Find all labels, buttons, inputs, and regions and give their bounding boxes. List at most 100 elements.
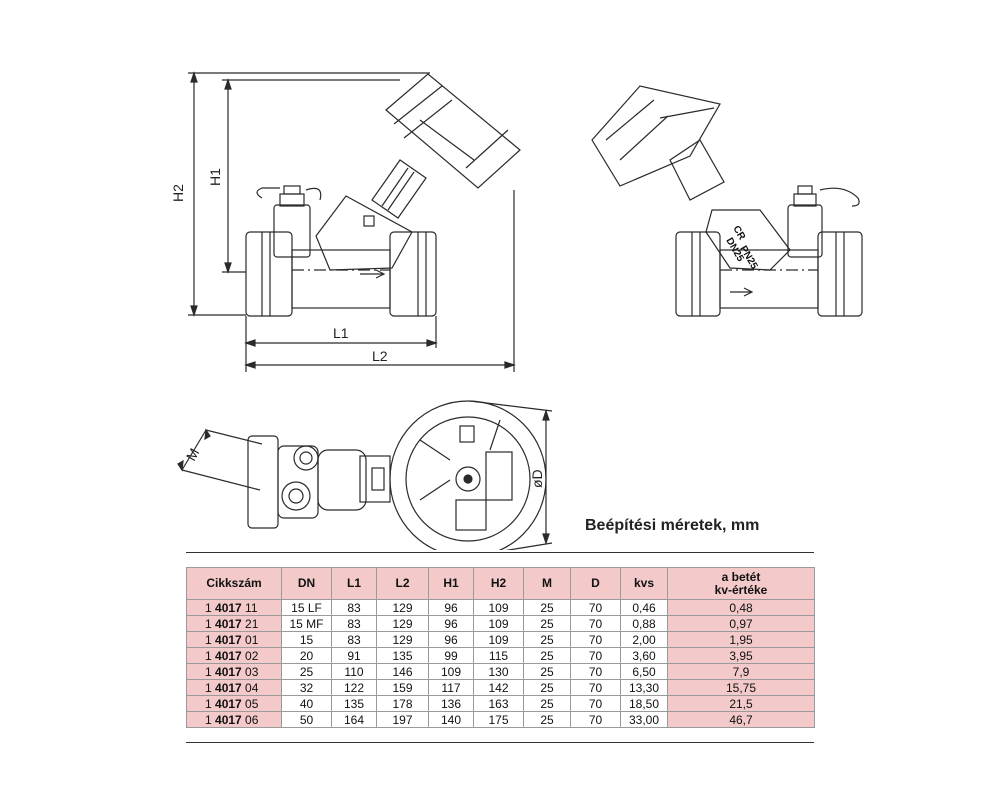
cell-code: 1 4017 02 xyxy=(186,647,282,664)
cell-kvs: 18,50 xyxy=(620,695,668,712)
dim-l2-label: L2 xyxy=(372,348,388,364)
cell-kv: 46,7 xyxy=(667,711,815,728)
cell-h1: 99 xyxy=(428,647,474,664)
table-top-rule xyxy=(186,552,814,553)
cell-dn: 25 xyxy=(281,663,332,680)
cell-l1: 83 xyxy=(331,615,377,632)
cell-m: 25 xyxy=(523,599,571,616)
cell-l1: 91 xyxy=(331,647,377,664)
cell-d: 70 xyxy=(570,615,621,632)
cell-kv: 21,5 xyxy=(667,695,815,712)
cell-dn: 15 MF xyxy=(281,615,332,632)
header-cikkszam: Cikkszám xyxy=(186,567,282,600)
table-bottom-rule xyxy=(186,742,814,743)
cell-h2: 163 xyxy=(473,695,524,712)
top-view: M øD xyxy=(177,400,553,550)
cell-h1: 140 xyxy=(428,711,474,728)
cell-d: 70 xyxy=(570,631,621,648)
side-view: CR DN25 PN25 xyxy=(591,85,863,317)
cell-l2: 159 xyxy=(376,679,429,696)
cell-code: 1 4017 05 xyxy=(186,695,282,712)
header-kvs: kvs xyxy=(620,567,668,600)
header-l1: L1 xyxy=(331,567,377,600)
cell-l1: 83 xyxy=(331,599,377,616)
cell-kv: 0,48 xyxy=(667,599,815,616)
cell-kvs: 0,88 xyxy=(620,615,668,632)
cell-code: 1 4017 03 xyxy=(186,663,282,680)
cell-dn: 20 xyxy=(281,647,332,664)
cell-kvs: 0,46 xyxy=(620,599,668,616)
header-m: M xyxy=(523,567,571,600)
cell-d: 70 xyxy=(570,695,621,712)
cell-d: 70 xyxy=(570,663,621,680)
cell-dn: 40 xyxy=(281,695,332,712)
cell-h2: 109 xyxy=(473,631,524,648)
dim-m-label: M xyxy=(183,445,203,463)
cell-h2: 142 xyxy=(473,679,524,696)
cell-code: 1 4017 04 xyxy=(186,679,282,696)
cell-l2: 129 xyxy=(376,631,429,648)
cell-l1: 83 xyxy=(331,631,377,648)
cell-kv: 3,95 xyxy=(667,647,815,664)
cell-m: 25 xyxy=(523,631,571,648)
cell-m: 25 xyxy=(523,711,571,728)
cell-kv: 15,75 xyxy=(667,679,815,696)
cell-d: 70 xyxy=(570,599,621,616)
cell-l1: 135 xyxy=(331,695,377,712)
cell-dn: 32 xyxy=(281,679,332,696)
cell-l1: 122 xyxy=(331,679,377,696)
dimensions-caption: Beépítési méretek, mm xyxy=(585,517,760,534)
cell-kvs: 13,30 xyxy=(620,679,668,696)
cell-code: 1 4017 21 xyxy=(186,615,282,632)
cell-h1: 136 xyxy=(428,695,474,712)
cell-h1: 109 xyxy=(428,663,474,680)
cell-h1: 117 xyxy=(428,679,474,696)
cell-l2: 135 xyxy=(376,647,429,664)
cell-l2: 197 xyxy=(376,711,429,728)
cell-code: 1 4017 06 xyxy=(186,711,282,728)
cell-kvs: 3,60 xyxy=(620,647,668,664)
valve-technical-drawing: H2 H1 L1 L2 CR DN25 PN25 M xyxy=(170,71,863,550)
cell-kv: 0,97 xyxy=(667,615,815,632)
cell-d: 70 xyxy=(570,711,621,728)
cell-m: 25 xyxy=(523,615,571,632)
dim-l1-label: L1 xyxy=(333,325,349,341)
cell-h1: 96 xyxy=(428,599,474,616)
cell-kvs: 33,00 xyxy=(620,711,668,728)
cell-h2: 115 xyxy=(473,647,524,664)
cell-m: 25 xyxy=(523,679,571,696)
cell-l1: 110 xyxy=(331,663,377,680)
cell-h2: 130 xyxy=(473,663,524,680)
header-h1: H1 xyxy=(428,567,474,600)
header-h2: H2 xyxy=(473,567,524,600)
dim-d-label: øD xyxy=(529,469,545,488)
cell-dn: 50 xyxy=(281,711,332,728)
cell-dn: 15 xyxy=(281,631,332,648)
cell-h1: 96 xyxy=(428,631,474,648)
header-d: D xyxy=(570,567,621,600)
front-view: H2 H1 L1 L2 xyxy=(170,71,521,372)
header-l2: L2 xyxy=(376,567,429,600)
cell-h2: 109 xyxy=(473,599,524,616)
cell-dn: 15 LF xyxy=(281,599,332,616)
cell-kvs: 6,50 xyxy=(620,663,668,680)
cell-m: 25 xyxy=(523,647,571,664)
cell-m: 25 xyxy=(523,663,571,680)
header-dn: DN xyxy=(281,567,332,600)
cell-l2: 146 xyxy=(376,663,429,680)
cell-h2: 175 xyxy=(473,711,524,728)
cell-code: 1 4017 11 xyxy=(186,599,282,616)
cell-code: 1 4017 01 xyxy=(186,631,282,648)
cell-h1: 96 xyxy=(428,615,474,632)
cell-d: 70 xyxy=(570,679,621,696)
